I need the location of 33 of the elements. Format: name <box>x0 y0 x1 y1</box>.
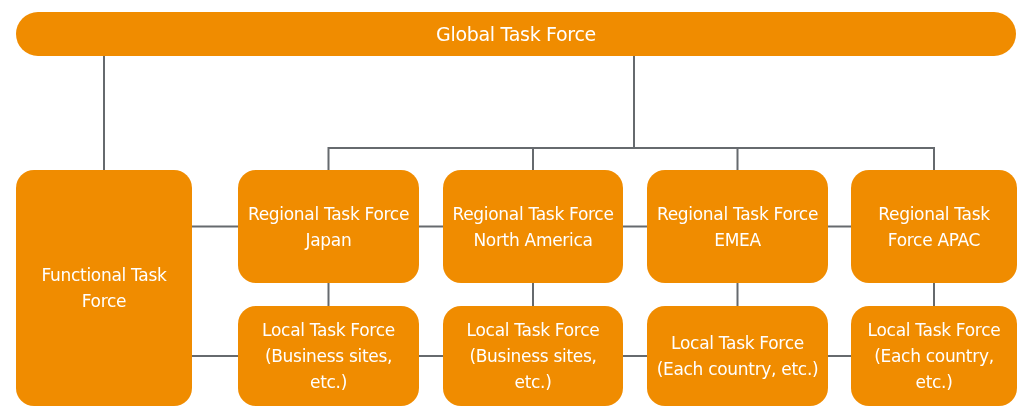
org-box <box>851 306 1017 406</box>
box-label: Regional Task Force EMEA <box>655 202 820 252</box>
connector-line <box>103 55 105 171</box>
box-label: Local Task Force (Business sites, etc.) <box>465 319 601 394</box>
connector-line <box>418 355 444 357</box>
box-label: Local Task Force (Business sites, etc.) <box>261 319 396 394</box>
connector-line <box>827 225 852 228</box>
org-box <box>443 306 623 406</box>
connector-line <box>827 355 852 357</box>
connector-line <box>191 225 239 228</box>
box-label: Global Task Force <box>436 22 596 47</box>
box-label: Regional Task Force North America <box>451 202 615 252</box>
connector-line <box>418 225 444 228</box>
org-box <box>647 306 828 406</box>
connector-line <box>532 282 534 307</box>
box-label: Functional Task Force <box>40 264 168 313</box>
header-bar <box>16 12 1016 56</box>
connector-line <box>933 282 935 307</box>
org-box <box>851 170 1017 283</box>
connector-line <box>622 225 648 228</box>
connector-line <box>191 355 239 357</box>
org-box <box>238 306 419 406</box>
org-box <box>238 170 419 283</box>
box-label: Local Task Force (Each country, etc.) <box>655 332 820 381</box>
org-box <box>647 170 828 283</box>
box-label: Local Task Force (Each country, etc.) <box>866 319 1002 394</box>
org-box <box>16 170 192 406</box>
connector-line <box>327 282 330 307</box>
box-label: Regional Task Force APAC <box>877 202 991 252</box>
org-box <box>443 170 623 283</box>
connector-line <box>622 355 648 357</box>
connector-line <box>736 282 739 307</box>
box-label: Regional Task Force Japan <box>246 202 411 252</box>
